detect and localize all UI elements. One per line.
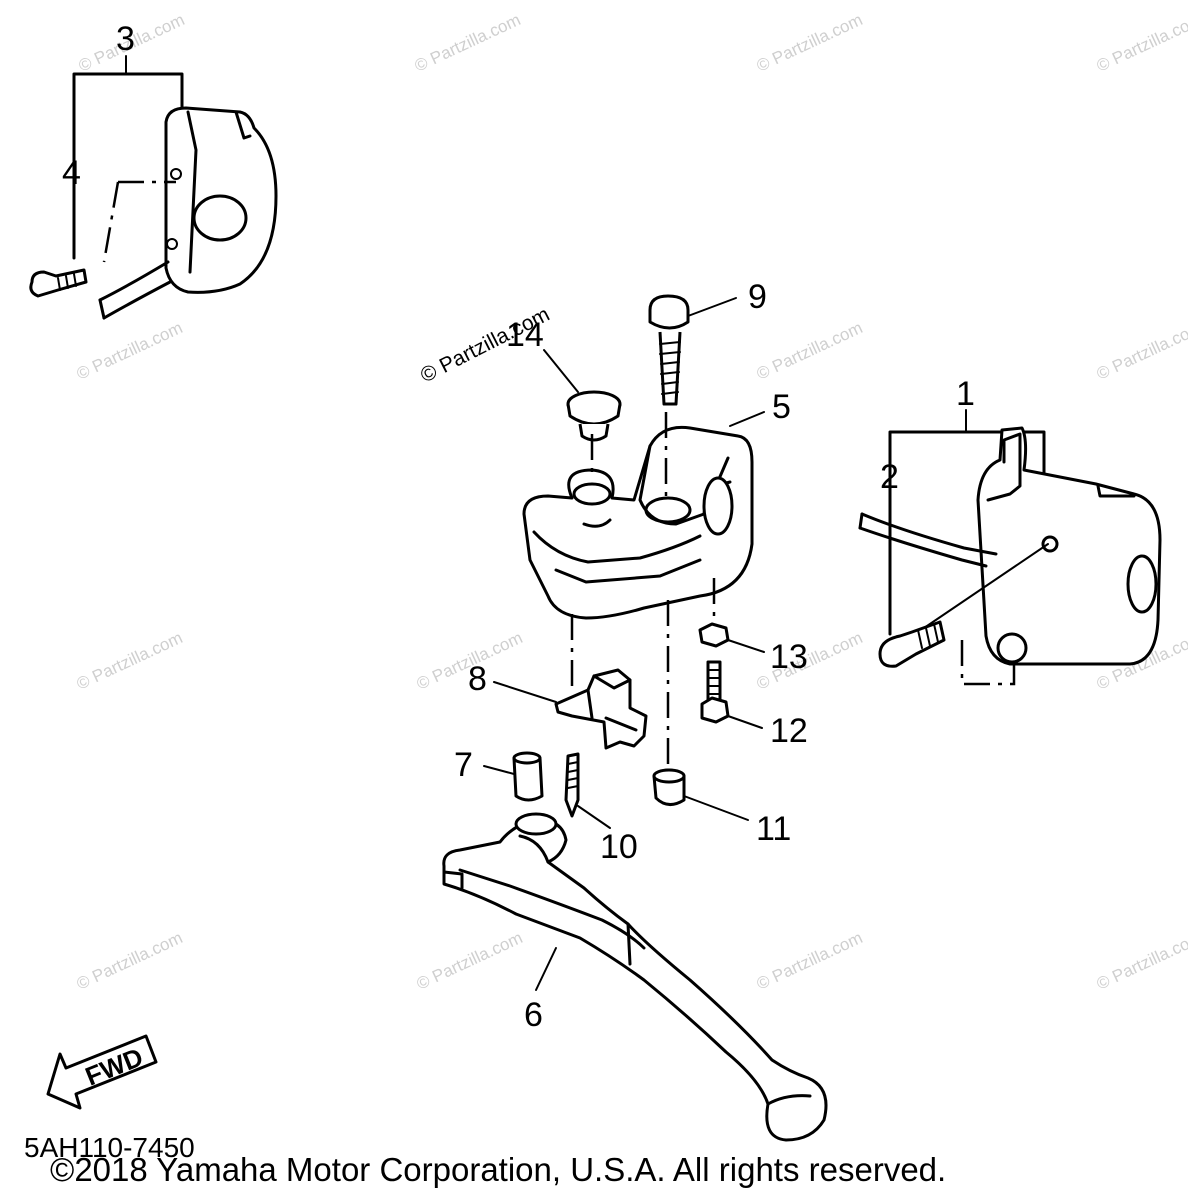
lever-part-6 <box>442 812 828 1142</box>
bolt-part-9 <box>648 294 737 406</box>
callout-5: 5 <box>772 388 791 426</box>
right-switch-assembly <box>858 409 1162 686</box>
screw-part-10 <box>564 752 611 829</box>
callout-7: 7 <box>454 746 473 784</box>
watermark: © Partzilla.com <box>754 928 866 994</box>
watermark: © Partzilla.com <box>74 318 186 384</box>
callout-3: 3 <box>116 20 135 58</box>
callout-9: 9 <box>748 278 767 316</box>
callout-8: 8 <box>468 660 487 698</box>
cap-part-14 <box>543 349 622 442</box>
callout-10: 10 <box>600 828 638 866</box>
watermark: © Partzilla.com <box>754 318 866 384</box>
screw-part-12 <box>700 660 763 729</box>
callout-6: 6 <box>524 996 543 1034</box>
copyright-notice: ©2018 Yamaha Motor Corporation, U.S.A. A… <box>50 1151 947 1188</box>
watermark: © Partzilla.com <box>754 10 866 76</box>
callout-1: 1 <box>956 375 975 413</box>
diagram-part-number: 5AH110-7450 <box>24 1132 195 1163</box>
callout-13: 13 <box>770 638 808 676</box>
fwd-arrow-icon: FWD <box>46 1034 158 1110</box>
lever-holder-part-5 <box>522 411 765 620</box>
callout-11: 11 <box>756 810 791 848</box>
watermark: © Partzilla.com <box>74 928 186 994</box>
switch-part-8 <box>493 668 648 750</box>
left-switch-assembly <box>29 55 278 320</box>
watermark: © Partzilla.com <box>74 628 186 694</box>
callout-2: 2 <box>880 458 899 496</box>
callout-4: 4 <box>62 154 81 192</box>
nut-part-13 <box>698 622 765 653</box>
callout-labels: 1 2 3 4 5 6 7 8 9 10 11 12 13 14 <box>62 20 975 1034</box>
watermark: © Partzilla.com <box>1094 928 1188 994</box>
watermark: © Partzilla.com <box>412 10 524 76</box>
watermark: © Partzilla.com <box>1094 318 1188 384</box>
callout-12: 12 <box>770 712 808 750</box>
watermark: © Partzilla.com <box>1094 10 1188 76</box>
watermark: © Partzilla.com <box>414 928 526 994</box>
callout-14: 14 <box>506 316 544 354</box>
collar-part-7 <box>483 751 544 802</box>
nut-part-11 <box>652 768 749 821</box>
